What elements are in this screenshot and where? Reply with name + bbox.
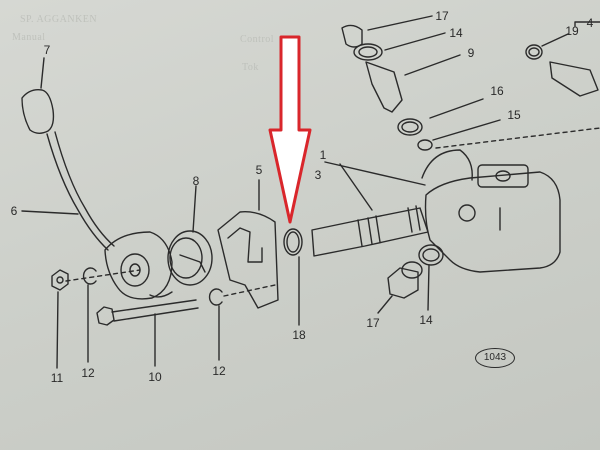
- plug-part-17-top: [341, 15, 433, 48]
- valve-body-part-1: [324, 149, 561, 273]
- valve-shaft: [311, 205, 429, 257]
- callout-19: 19: [565, 24, 579, 38]
- callout-3: 3: [314, 168, 322, 182]
- nut-part-11: [51, 269, 69, 369]
- callout-10: 10: [148, 370, 162, 384]
- o-ring-part-18: [283, 228, 303, 326]
- bracket-part-5: [217, 179, 279, 309]
- callout-7: 7: [43, 43, 51, 57]
- lever-arm-part-6: [21, 131, 115, 251]
- bolt-part-10: [96, 299, 199, 367]
- lever-hub: [104, 231, 173, 300]
- callout-17-bottom: 17: [366, 316, 380, 330]
- adapter-part-9: [365, 54, 461, 113]
- washer-part-19: [525, 33, 569, 60]
- faded-text-line-1: SP. AGGANKEN: [20, 14, 98, 25]
- callout-5: 5: [255, 163, 263, 177]
- callout-18: 18: [292, 328, 306, 342]
- washer-part-16: [397, 98, 484, 136]
- washer-part-12-left: [82, 267, 97, 363]
- callout-4: 4: [586, 16, 594, 30]
- callout-14-bottom: 14: [419, 313, 433, 327]
- washer-part-12-right: [208, 288, 223, 361]
- callout-17-top: 17: [435, 9, 449, 23]
- callout-1: 1: [319, 148, 327, 162]
- spool-part-4: [549, 21, 600, 97]
- callout-8: 8: [192, 174, 200, 188]
- figure-reference-badge: 1043: [475, 348, 515, 368]
- lever-knob-part-7: [21, 57, 55, 134]
- callout-6: 6: [10, 204, 18, 218]
- callout-15: 15: [507, 108, 521, 122]
- spring-part-8: [167, 185, 213, 286]
- callout-11: 11: [50, 371, 64, 385]
- plug-part-17-bottom: [377, 261, 423, 314]
- callout-12-right: 12: [212, 364, 226, 378]
- red-arrow-annotation-icon: [268, 35, 312, 224]
- callout-12-left: 12: [81, 366, 95, 380]
- callout-16: 16: [490, 84, 504, 98]
- faded-text-line-3: Control: [240, 34, 275, 45]
- faded-text-line-4: Tok: [242, 62, 259, 73]
- faded-text-line-2: Manual: [12, 32, 46, 43]
- washer-part-14-bottom: [418, 244, 444, 311]
- seal-part-15: [417, 119, 600, 151]
- washer-part-14-top: [353, 32, 446, 61]
- callout-9: 9: [467, 46, 475, 60]
- callout-14-top: 14: [449, 26, 463, 40]
